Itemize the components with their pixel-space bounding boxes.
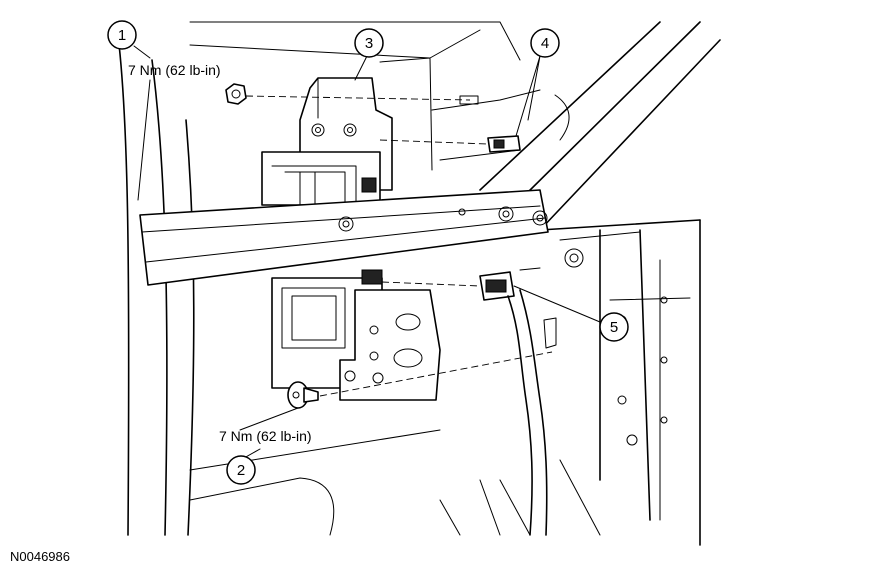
figure-id: N0046986 (10, 549, 70, 564)
clip-alignment-line (379, 139, 489, 145)
electrical-connector (479, 271, 515, 301)
lower-bolt-alignment-line (319, 351, 553, 397)
callout-5: 5 (599, 312, 629, 342)
cross-car-beam (139, 189, 549, 286)
callout-2-number: 2 (237, 462, 245, 479)
leader-lines (133, 45, 601, 459)
upper-nut (225, 83, 247, 105)
wiring-harness (507, 267, 557, 536)
callout-4-number: 4 (541, 35, 549, 52)
connector-alignment-line (381, 281, 481, 287)
callout-2: 2 (226, 455, 256, 485)
torque-spec-bottom: 7 Nm (62 lb-in) (219, 428, 312, 444)
retaining-clip (487, 135, 521, 153)
upper-nut-alignment-line (245, 95, 471, 101)
callout-5-number: 5 (610, 319, 618, 336)
callout-4: 4 (530, 28, 560, 58)
callout-3-number: 3 (365, 35, 373, 52)
callout-1: 1 (107, 20, 137, 50)
upper-stud (459, 95, 479, 105)
torque-spec-top: 7 Nm (62 lb-in) (128, 62, 221, 78)
module-assembly (261, 77, 441, 401)
callout-1-number: 1 (118, 27, 126, 44)
callout-3: 3 (354, 28, 384, 58)
